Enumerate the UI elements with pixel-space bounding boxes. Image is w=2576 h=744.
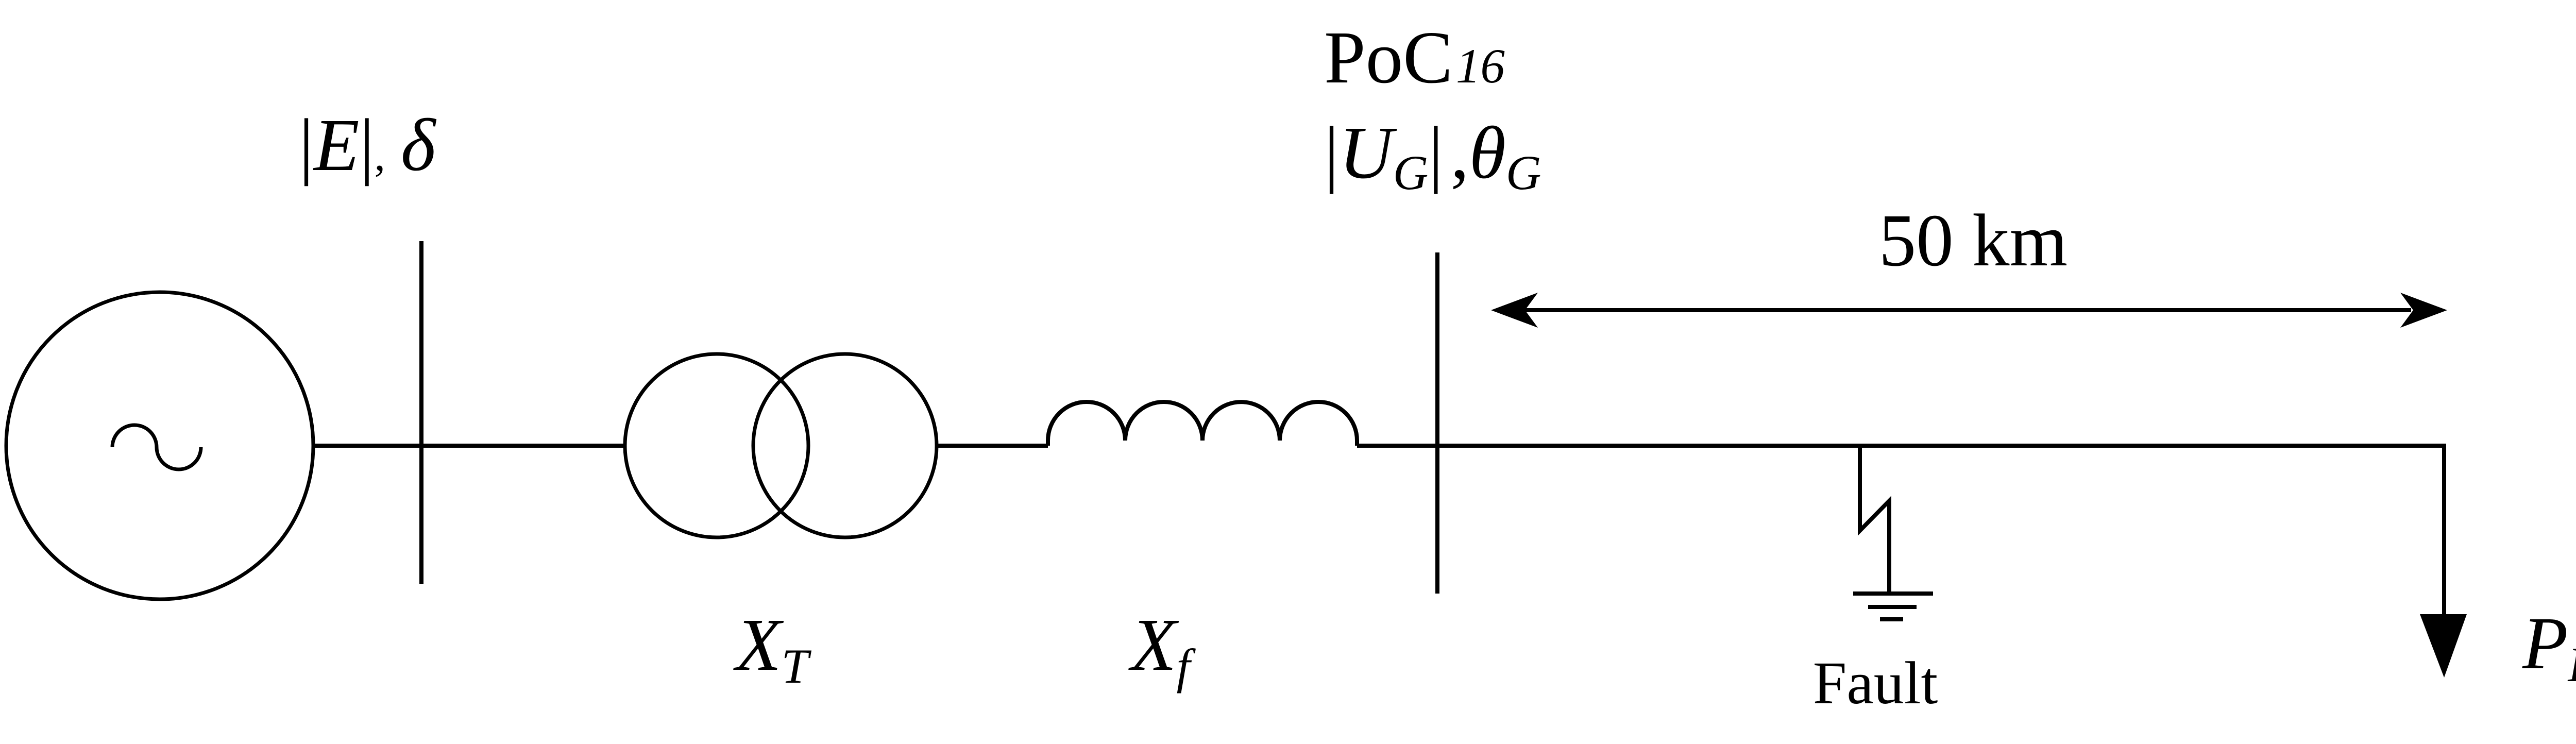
poc-angle-symbol: θ — [1469, 112, 1506, 194]
fault-label: Fault — [1813, 649, 1938, 717]
filter-subscript: f — [1177, 639, 1196, 694]
generator-icon — [4, 290, 315, 601]
distance-label: 50 km — [1879, 199, 2068, 282]
source-abs-close: | — [360, 104, 375, 187]
poc-abs-open: | — [1324, 112, 1339, 194]
poc-voltage-symbol: U — [1339, 112, 1397, 194]
ac-source-icon — [110, 423, 203, 471]
poc-abs-close: | — [1428, 112, 1443, 194]
source-comma: , — [375, 131, 385, 180]
load-subscript: D — [2567, 637, 2576, 692]
transformer-symbol: X — [733, 604, 784, 686]
poc-comma: , — [1450, 112, 1469, 194]
double-headed-arrow-icon — [1491, 293, 2447, 328]
poc-angle-subscript: G — [1506, 145, 1541, 200]
poc-name: PoC — [1324, 16, 1453, 99]
transformer-label: XT — [733, 604, 812, 694]
filter-label: Xf — [1128, 604, 1196, 694]
inductor-coil-icon — [1046, 400, 1359, 446]
source-voltage-label: |E|, δ — [299, 104, 437, 187]
poc-label: PoC16 — [1324, 16, 1505, 99]
poc-voltage-subscript: G — [1393, 145, 1429, 200]
ground-icon — [1853, 591, 1933, 621]
fault-lightning-icon — [1858, 446, 1891, 594]
source-angle-symbol: δ — [401, 104, 437, 187]
poc-index: 16 — [1456, 39, 1505, 93]
load-label: PD — [2522, 602, 2576, 692]
load-arrow-icon — [2420, 444, 2467, 678]
fault-branch — [1853, 446, 1933, 621]
poc-voltage-label: |UG|,θG — [1324, 112, 1541, 200]
transformer-subscript: T — [782, 639, 812, 694]
two-winding-transformer-icon — [623, 352, 939, 539]
load-symbol: P — [2522, 602, 2568, 685]
source-voltage-symbol: E — [313, 104, 360, 187]
source-abs-open: | — [299, 104, 314, 187]
filter-symbol: X — [1128, 604, 1179, 686]
